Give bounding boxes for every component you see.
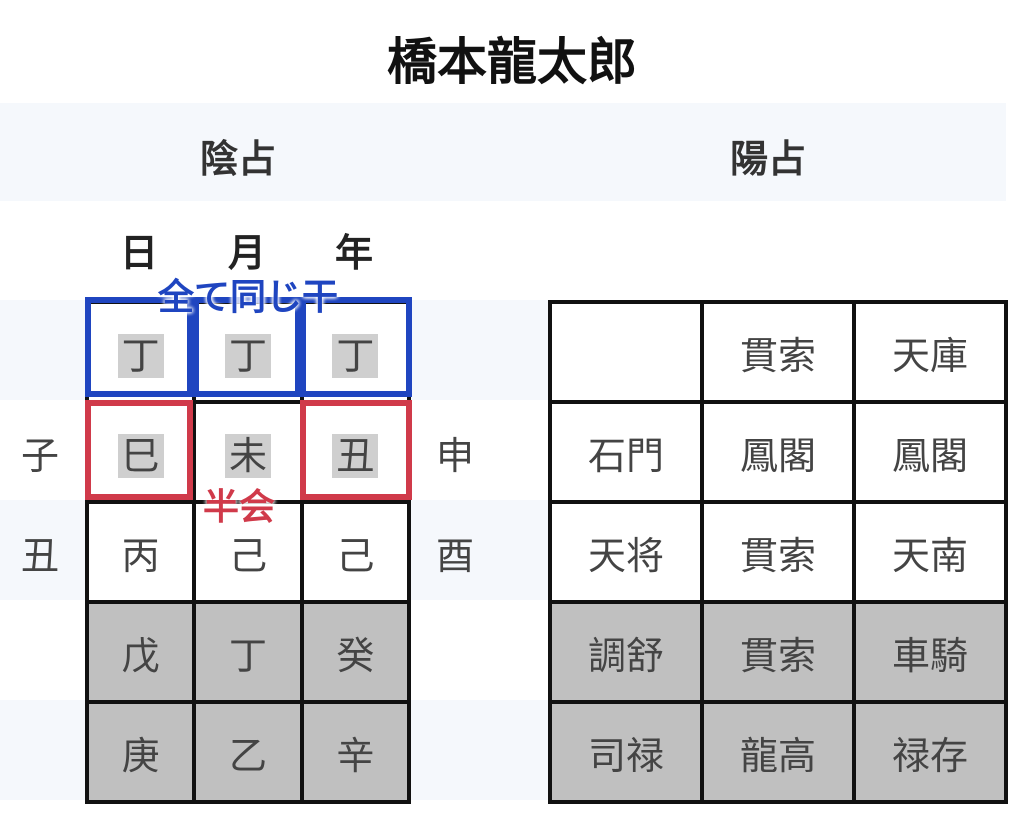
table-cell: 丁 xyxy=(299,300,412,404)
table-cell: 巳 xyxy=(84,400,197,504)
cell-text: 丁 xyxy=(332,333,379,378)
table-cell xyxy=(548,300,704,404)
table-cell: 司禄 xyxy=(548,700,704,804)
table-cell: 貫索 xyxy=(700,300,856,404)
table-cell: 石門 xyxy=(548,400,704,504)
table-cell: 戊 xyxy=(84,600,197,704)
column-header-month: 月 xyxy=(227,231,266,275)
table-cell: 天庫 xyxy=(852,300,1008,404)
cell-text: 己 xyxy=(228,533,267,578)
table-cell: 己 xyxy=(299,500,412,604)
table-row: 調舒 貫索 車騎 xyxy=(548,600,1008,704)
table-row: 丁丁丁 xyxy=(84,300,412,404)
cell-text: 丑 xyxy=(332,433,379,478)
cell-text: 癸 xyxy=(336,633,375,678)
cell-text: 天南 xyxy=(891,533,968,578)
cell-text: 天将 xyxy=(587,533,664,578)
cell-text: 天庫 xyxy=(891,333,968,378)
cell-text: 司禄 xyxy=(587,733,664,778)
table-cell: 車騎 xyxy=(852,600,1008,704)
table-row: 司禄 龍高 禄存 xyxy=(548,700,1008,804)
table-cell: 禄存 xyxy=(852,700,1008,804)
cell-text: 乙 xyxy=(228,733,267,778)
annotation-half-union: 半会 xyxy=(203,487,276,528)
table-cell: 丁 xyxy=(192,300,304,404)
table-cell: 鳳閣 xyxy=(852,400,1008,504)
section-header-band xyxy=(0,103,1006,201)
cell-text: 辛 xyxy=(336,733,375,778)
cell-text: 丁 xyxy=(117,333,164,378)
table-cell: 癸 xyxy=(299,600,412,704)
cell-text: 鳳閣 xyxy=(891,433,968,478)
cell-text: 未 xyxy=(224,433,271,478)
cell-text: 車騎 xyxy=(891,633,968,678)
cell-text: 己 xyxy=(336,533,375,578)
inner-table: 丁丁丁巳未丑丙己己戊丁癸庚乙辛 xyxy=(84,300,412,804)
section-outer-title: 陽占 xyxy=(730,137,807,181)
table-cell: 丙 xyxy=(84,500,197,604)
table-row: 貫索 天庫 xyxy=(548,300,1008,404)
table-row: 巳未丑 xyxy=(84,400,412,504)
cell-text: 貫索 xyxy=(739,333,816,378)
cell-text: 貫索 xyxy=(739,533,816,578)
highlight-box-red xyxy=(300,400,412,500)
table-cell: 鳳閣 xyxy=(700,400,856,504)
table-cell: 龍高 xyxy=(700,700,856,804)
highlight-box-red xyxy=(85,400,193,500)
cell-text: 庚 xyxy=(121,733,160,778)
table-row: 庚乙辛 xyxy=(84,700,412,804)
table-row: 丙己己 xyxy=(84,500,412,604)
side-label: 丑 xyxy=(20,534,59,578)
column-header-day: 日 xyxy=(119,231,158,275)
highlight-box-blue xyxy=(193,297,301,397)
table-cell: 天将 xyxy=(548,500,704,604)
table-cell: 庚 xyxy=(84,700,197,804)
table-cell: 天南 xyxy=(852,500,1008,604)
cell-text: 調舒 xyxy=(587,633,664,678)
table-row: 石門 鳳閣 鳳閣 xyxy=(548,400,1008,504)
table-cell: 調舒 xyxy=(548,600,704,704)
cell-text: 丁 xyxy=(228,633,267,678)
table-cell: 貫索 xyxy=(700,600,856,704)
table-row: 天将 貫索 天南 xyxy=(548,500,1008,604)
cell-text: 丙 xyxy=(121,533,160,578)
cell-text: 龍高 xyxy=(739,733,816,778)
side-label: 子 xyxy=(20,434,59,478)
page-title: 橋本龍太郎 xyxy=(387,33,637,91)
highlight-box-blue xyxy=(85,297,193,397)
table-cell: 丁 xyxy=(192,600,304,704)
highlight-box-blue xyxy=(300,297,412,397)
cell-text: 戊 xyxy=(121,633,160,678)
cell-text: 鳳閣 xyxy=(739,433,816,478)
cell-text: 貫索 xyxy=(739,633,816,678)
table-cell: 乙 xyxy=(192,700,304,804)
cell-text: 石門 xyxy=(587,433,664,478)
table-cell: 未 xyxy=(192,400,304,504)
column-header-year: 年 xyxy=(334,231,373,275)
cell-text: 丁 xyxy=(224,333,271,378)
annotation-same-stem: 全て同じ干 xyxy=(158,277,339,318)
cell-text: 巳 xyxy=(117,433,164,478)
outer-table: 貫索天庫石門鳳閣鳳閣天将貫索天南調舒貫索車騎司禄龍高禄存 xyxy=(548,300,1008,804)
cell-text: 禄存 xyxy=(891,733,968,778)
table-row: 戊丁癸 xyxy=(84,600,412,704)
table-cell: 貫索 xyxy=(700,500,856,604)
side-label: 申 xyxy=(435,434,474,478)
table-cell: 辛 xyxy=(299,700,412,804)
table-cell: 己 xyxy=(192,500,304,604)
side-label: 酉 xyxy=(435,534,474,578)
section-inner-title: 陰占 xyxy=(200,137,277,181)
